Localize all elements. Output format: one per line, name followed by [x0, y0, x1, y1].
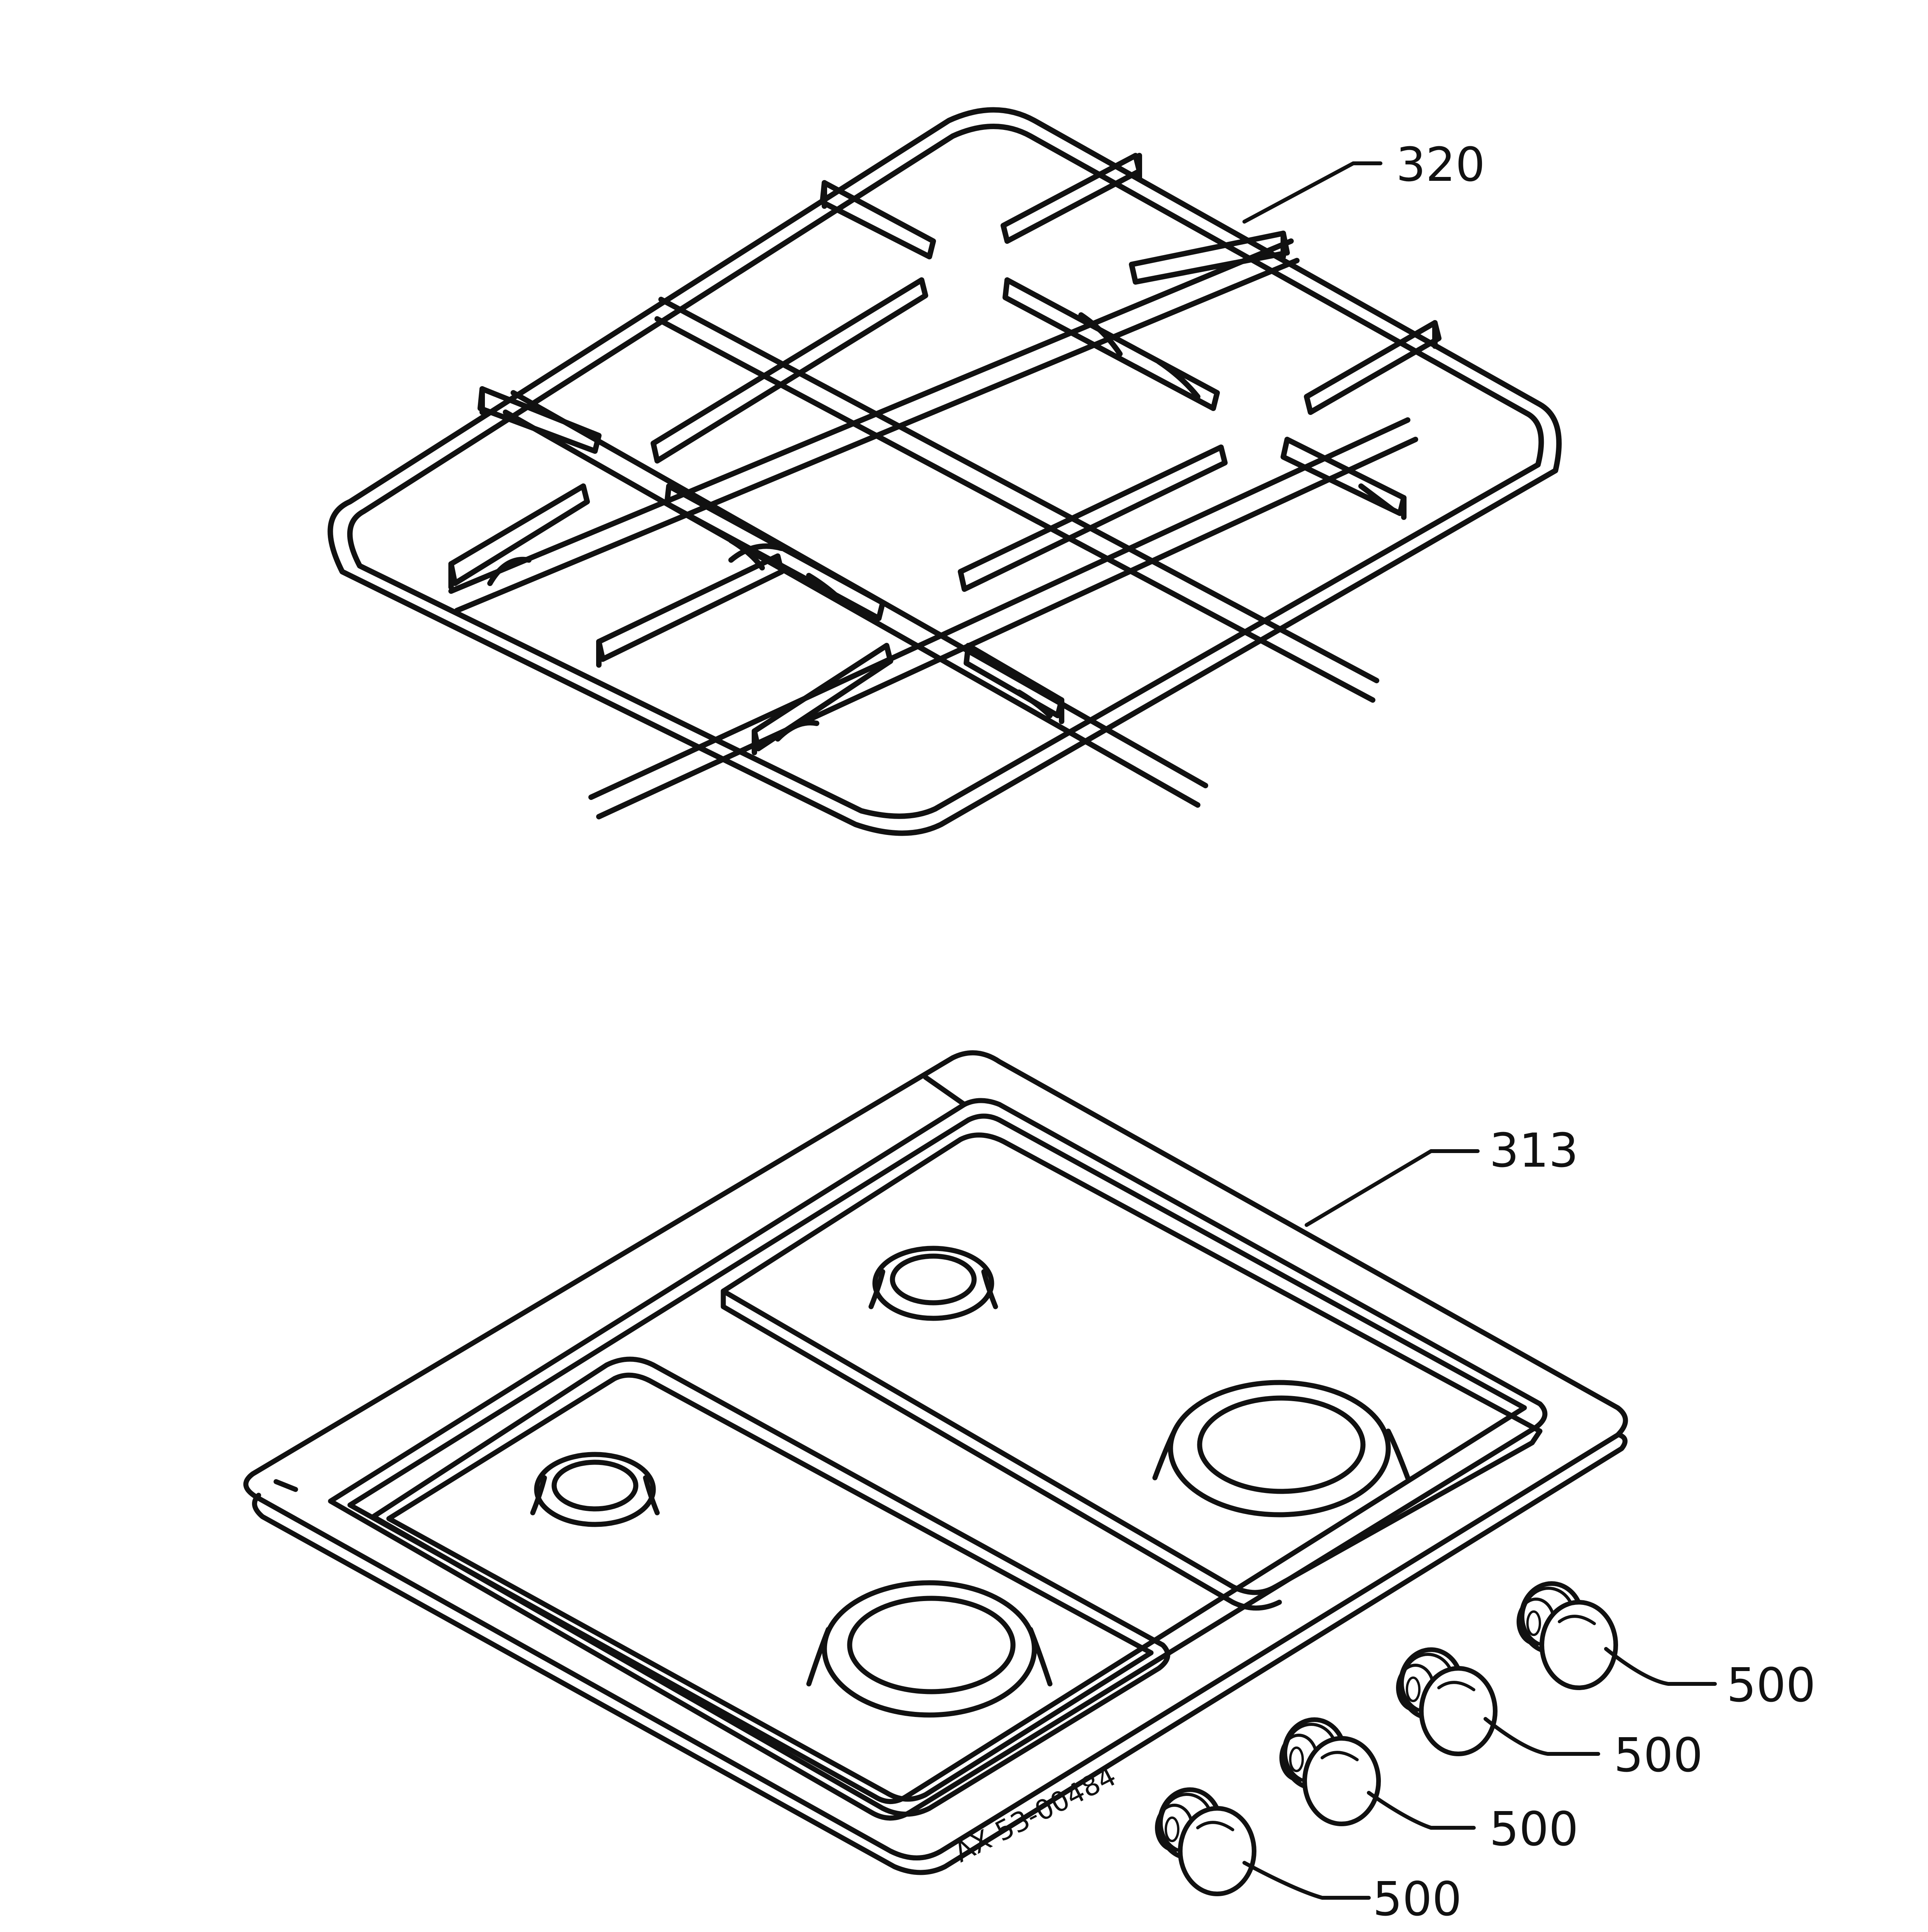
callout-500-knob-3: 500 — [1489, 1802, 1578, 1857]
callout-500-knob-2: 500 — [1614, 1729, 1703, 1783]
hob-top-panel — [243, 1050, 1628, 1875]
leader-lines — [1242, 161, 1717, 1900]
control-knob-1 — [1518, 1584, 1616, 1688]
control-knob-4 — [1156, 1790, 1254, 1894]
callout-500-knob-4: 500 — [1373, 1872, 1462, 1927]
control-knob-2 — [1398, 1650, 1495, 1754]
callout-320: 320 — [1396, 138, 1485, 192]
drawing-code: AX 53-00484 — [949, 1760, 1121, 1869]
callout-500-knob-1: 500 — [1727, 1659, 1816, 1713]
callout-313: 313 — [1489, 1124, 1578, 1178]
control-knob-3 — [1281, 1720, 1379, 1824]
pan-support-grid — [327, 107, 1562, 836]
